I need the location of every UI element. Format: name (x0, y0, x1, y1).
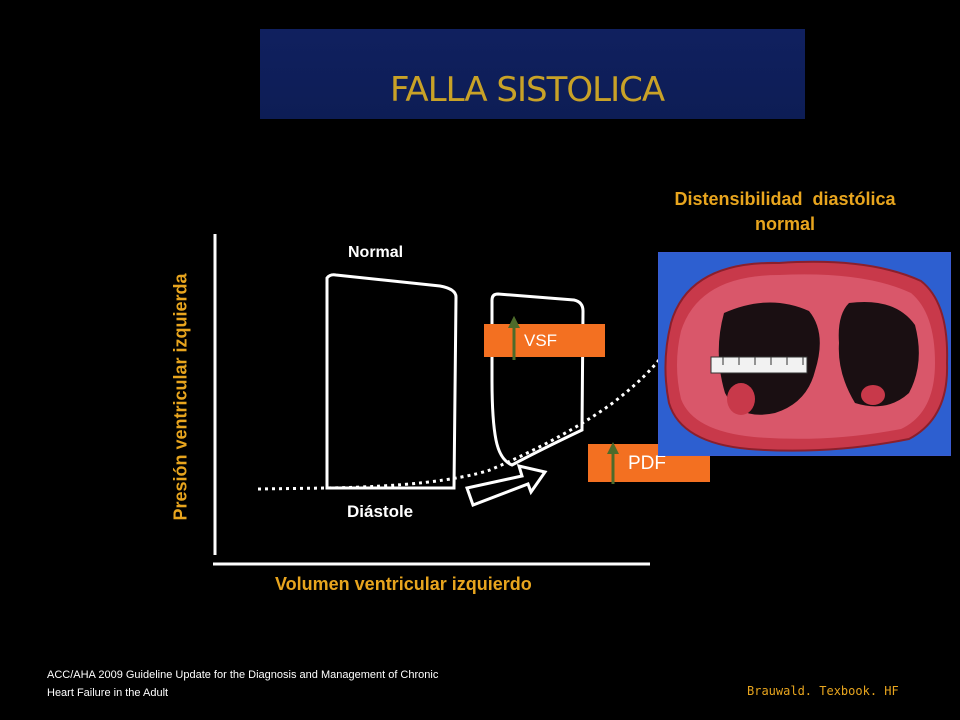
title-banner (260, 29, 805, 119)
shift-arrow-icon (465, 463, 548, 507)
pdf-up-arrow-icon (607, 442, 619, 484)
heading-line-2: normal (754, 214, 815, 234)
diastolic-filling-curve (257, 347, 670, 491)
normal-pv-loop (325, 273, 458, 490)
heart-cross-section-photo (658, 252, 951, 456)
source-credit: Brauwald. Texbook. HF (747, 684, 899, 698)
normal-loop-label: Normal (348, 244, 404, 261)
footnote-line-2: Heart Failure in the Adult (47, 687, 169, 699)
distensibility-heading: Distensibilidad diastólica normal (640, 187, 930, 237)
failure-pv-loop (490, 292, 585, 467)
x-axis-label: Volumen ventricular izquierdo (275, 574, 532, 594)
vsf-label: VSF (524, 331, 558, 350)
heart-cross-section-illustration (659, 253, 950, 455)
footnote-line-1: ACC/AHA 2009 Guideline Update for the Di… (47, 669, 439, 681)
vsf-up-arrow-icon-top (508, 316, 520, 360)
diastole-label: Diástole (347, 502, 414, 521)
slide-title: FALLA SISTOLICA (390, 70, 665, 110)
heading-line-1: Distensibilidad diastólica (674, 189, 896, 209)
vsf-callout: VSF (484, 324, 605, 357)
reference-footnote: ACC/AHA 2009 Guideline Update for the Di… (47, 666, 438, 702)
pdf-label: PDF (628, 453, 666, 474)
y-axis-label: Presión ventricular izquierda (170, 273, 191, 521)
